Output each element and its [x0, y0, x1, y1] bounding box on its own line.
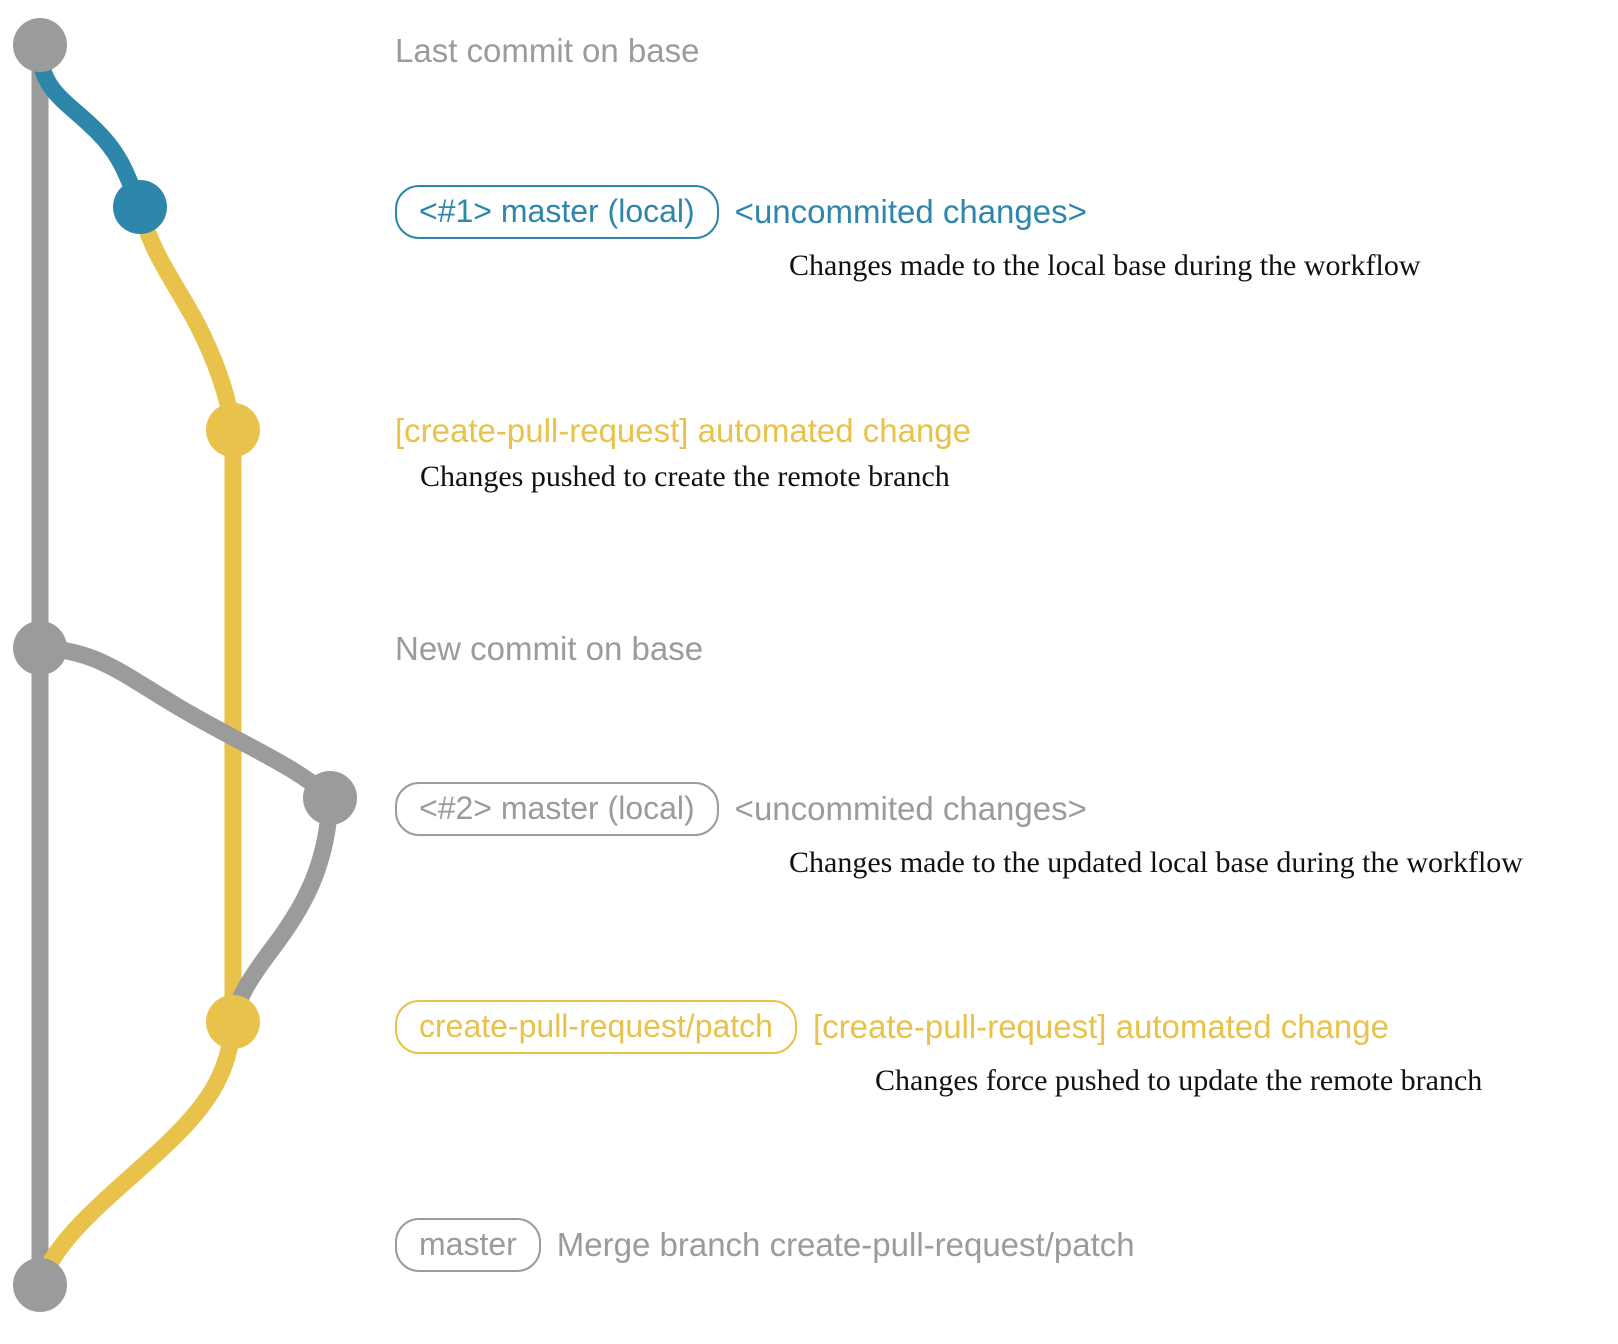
commit-node-local-2[interactable]	[303, 771, 357, 825]
headline-new-commit-on-base: New commit on base	[395, 630, 704, 667]
badge-row-create-pull-request-patch: create-pull-request/patch [create-pull-r…	[395, 1000, 1482, 1054]
headline-automated-change-1: [create-pull-request] automated change	[395, 412, 972, 449]
branch-patch2-to-master-line	[31, 1013, 242, 1294]
branch-base-to-local2-line	[31, 639, 339, 807]
badge-row-master-local-1: <#1> master (local) <uncommited changes>	[395, 185, 1421, 239]
commit-node-patch-2[interactable]	[206, 995, 260, 1049]
headline-uncommited-changes-2: <uncommited changes>	[734, 790, 1087, 827]
commit-node-master-merge[interactable]	[13, 1258, 67, 1312]
row-master-merge: master Merge branch create-pull-request/…	[395, 1218, 1135, 1272]
headline-merge-branch: Merge branch create-pull-request/patch	[556, 1226, 1135, 1263]
badge-master-local-2[interactable]: <#2> master (local)	[395, 782, 719, 836]
commit-node-local-1[interactable]	[113, 180, 167, 234]
commit-node-base-new[interactable]	[13, 621, 67, 675]
badge-row-master-merge: master Merge branch create-pull-request/…	[395, 1218, 1135, 1272]
badge-create-pull-request-patch[interactable]: create-pull-request/patch	[395, 1000, 797, 1054]
desc-automated-change-1: Changes pushed to create the remote bran…	[420, 460, 950, 493]
badge-master[interactable]: master	[395, 1218, 541, 1272]
row-last-commit-on-base: Last commit on base	[395, 32, 699, 70]
headline-uncommited-changes-1: <uncommited changes>	[734, 193, 1087, 230]
git-commit-graph	[13, 18, 357, 1312]
desc-master-local-1: Changes made to the local base during th…	[789, 249, 1421, 282]
branch-local1-to-patch1-line	[131, 198, 242, 439]
commit-node-patch-1[interactable]	[206, 403, 260, 457]
headline-last-commit-on-base: Last commit on base	[395, 32, 700, 69]
desc-master-local-2: Changes made to the updated local base d…	[789, 846, 1523, 879]
row-master-local-2: <#2> master (local) <uncommited changes>…	[395, 782, 1523, 880]
row-new-commit-on-base: New commit on base	[395, 630, 703, 668]
row-automated-change-2: create-pull-request/patch [create-pull-r…	[395, 1000, 1482, 1098]
commit-node-base-top[interactable]	[13, 18, 67, 72]
headline-automated-change-2: [create-pull-request] automated change	[812, 1008, 1389, 1045]
row-master-local-1: <#1> master (local) <uncommited changes>…	[395, 185, 1421, 283]
badge-master-local-1[interactable]: <#1> master (local)	[395, 185, 719, 239]
desc-automated-change-2: Changes force pushed to update the remot…	[875, 1064, 1483, 1097]
badge-row-master-local-2: <#2> master (local) <uncommited changes>	[395, 782, 1523, 836]
row-automated-change-1: [create-pull-request] automated change C…	[395, 412, 971, 494]
